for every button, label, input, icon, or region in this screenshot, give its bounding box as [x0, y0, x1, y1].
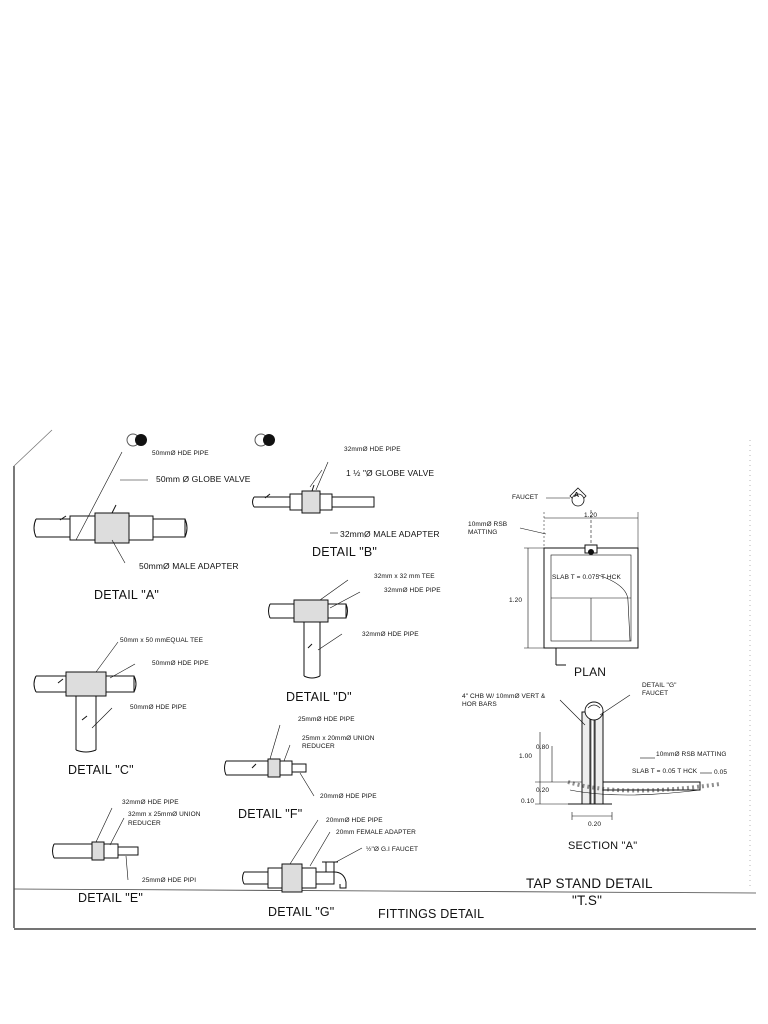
- paper-sheet: [13, 424, 757, 930]
- tap-stand-title: TAP STAND DETAIL: [526, 876, 653, 891]
- section-dim-080: 0.80: [536, 744, 550, 751]
- detail-e-pipe-top-label: 32mmØ HDE PIPE: [122, 799, 179, 806]
- plan-dim-height: 1.20: [509, 597, 523, 604]
- detail-e-drawing: [52, 807, 139, 881]
- detail-e-reducer-label-2: REDUCER: [128, 820, 161, 827]
- section-dim-005: 0.05: [714, 769, 728, 776]
- section-dim-020: 0.20: [536, 787, 550, 794]
- section-a-title: SECTION "A": [568, 840, 638, 852]
- plan-dim-width: 1.20: [584, 512, 598, 519]
- detail-f-pipe-bottom-label: 20mmØ HDE PIPE: [320, 793, 377, 800]
- section-dim-100: 1.00: [519, 753, 533, 760]
- detail-g-adapter-label: 20mm FEMALE ADAPTER: [336, 829, 416, 836]
- detail-c-drawing: [33, 641, 137, 753]
- detail-a-valve-label: 50mm Ø GLOBE VALVE: [156, 474, 251, 484]
- section-dim-bottom: 0.20: [588, 821, 602, 828]
- detail-e-title: DETAIL "E": [78, 891, 144, 905]
- plan-drawing: [519, 487, 639, 666]
- detail-f-reducer-label-1: 25mm x 20mmØ UNION: [302, 735, 375, 742]
- plan-faucet-label: FAUCET: [512, 494, 539, 501]
- section-chb-label-1: 4" CHB W/ 10mmØ VERT &: [462, 693, 546, 700]
- circle-symbols: [126, 433, 275, 447]
- plan-matting-label-1: 10mmØ RSB: [468, 521, 508, 528]
- detail-e-reducer-label-1: 32mm x 25mmØ UNION: [128, 811, 201, 818]
- section-a-drawing: [535, 694, 721, 820]
- plan-title: PLAN: [574, 665, 607, 679]
- detail-b-title: DETAIL "B": [312, 545, 378, 559]
- detail-d-title: DETAIL "D": [286, 690, 352, 704]
- detail-c-tee-label: 50mm x 50 mmEQUAL TEE: [120, 637, 204, 644]
- detail-f-title: DETAIL "F": [238, 807, 303, 821]
- detail-d-drawing: [268, 579, 361, 679]
- detail-b-drawing: [252, 461, 375, 534]
- detail-f-reducer-label-2: REDUCER: [302, 743, 335, 750]
- detail-b-valve-label: 1 ½ "Ø GLOBE VALVE: [346, 468, 435, 478]
- fittings-detail-title: FITTINGS DETAIL: [378, 907, 485, 921]
- detail-a-pipe-label: 50mmØ HDE PIPE: [152, 450, 209, 457]
- section-dim-010: 0.10: [521, 798, 535, 805]
- detail-g-pipe-label: 20mmØ HDE PIPE: [326, 817, 383, 824]
- detail-f-pipe-top-label: 25mmØ HDE PIPE: [298, 716, 355, 723]
- detail-g-faucet-label: ½"Ø G.I FAUCET: [366, 846, 419, 853]
- section-detail-ref-1: DETAIL "G": [642, 682, 677, 689]
- section-chb-label-2: HOR BARS: [462, 701, 497, 708]
- detail-d-pipe-bottom-label: 32mmØ HDE PIPE: [362, 631, 419, 638]
- detail-g-drawing: [242, 819, 363, 893]
- detail-d-pipe-top-label: 32mmØ HDE PIPE: [384, 587, 441, 594]
- detail-e-pipe-bottom-label: 25mmØ HDE PIPI: [142, 877, 197, 884]
- section-detail-ref-2: FAUCET: [642, 690, 669, 697]
- detail-f-drawing: [224, 724, 315, 797]
- plan-matting-label-2: MATTING: [468, 529, 498, 536]
- tap-stand-subtitle: "T.S": [572, 893, 603, 908]
- plan-slab-label: SLAB T = 0.075 T HCK: [552, 574, 621, 581]
- section-matting-label: 10mmØ RSB MATTING: [656, 751, 727, 758]
- detail-a-drawing: [33, 451, 188, 564]
- detail-b-adapter-label: 32mmØ MALE ADAPTER: [340, 529, 440, 539]
- detail-c-pipe-bottom-label: 50mmØ HDE PIPE: [130, 704, 187, 711]
- plan-section-marker: A: [574, 492, 580, 499]
- detail-b-pipe-label: 32mmØ HDE PIPE: [344, 446, 401, 453]
- section-slab-label: SLAB T = 0.05 T HCK: [632, 768, 698, 775]
- detail-a-adapter-label: 50mmØ MALE ADAPTER: [139, 561, 239, 571]
- detail-g-title: DETAIL "G": [268, 905, 335, 919]
- detail-c-title: DETAIL "C": [68, 763, 134, 777]
- detail-d-tee-label: 32mm x 32 mm TEE: [374, 573, 435, 580]
- detail-c-pipe-top-label: 50mmØ HDE PIPE: [152, 660, 209, 667]
- detail-a-title: DETAIL "A": [94, 588, 160, 602]
